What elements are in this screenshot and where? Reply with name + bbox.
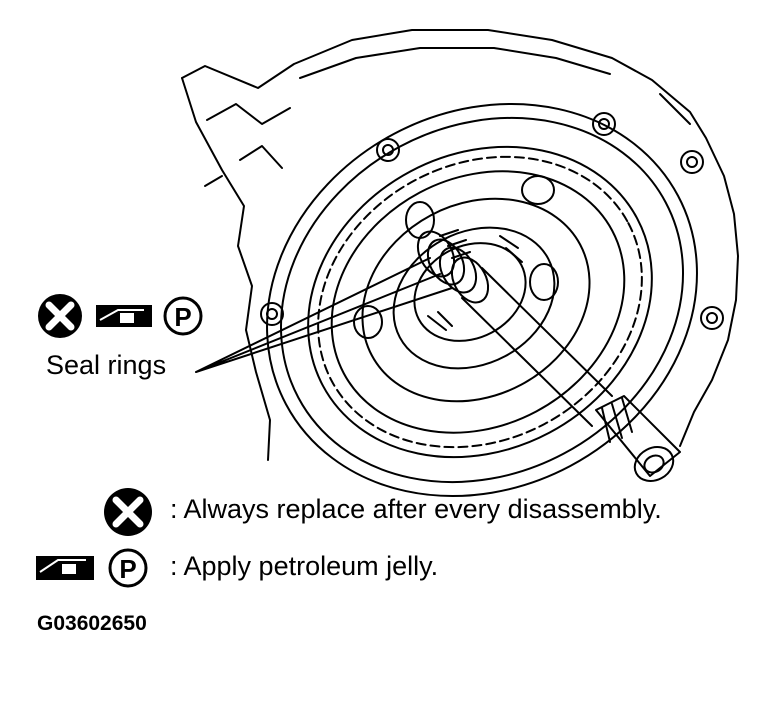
shaft [461, 267, 613, 427]
p-circle-icon: P [163, 296, 203, 336]
petroleum-jelly-icon [96, 305, 152, 327]
p-circle-letter: P [119, 554, 136, 584]
petroleum-jelly-icon [36, 556, 94, 580]
legend-petroleum-jelly-text: : Apply petroleum jelly. [170, 551, 439, 581]
figure-id: G03602650 [37, 612, 147, 635]
p-circle-icon: P [108, 548, 148, 588]
p-circle-letter: P [174, 302, 191, 332]
x-circle-icon [38, 294, 82, 338]
x-circle-icon [104, 488, 152, 536]
legend-replace-text: : Always replace after every disassembly… [170, 494, 662, 524]
housing-outline [181, 29, 739, 447]
callout-leader [195, 257, 453, 373]
seal-rings-label: Seal rings [46, 350, 167, 380]
